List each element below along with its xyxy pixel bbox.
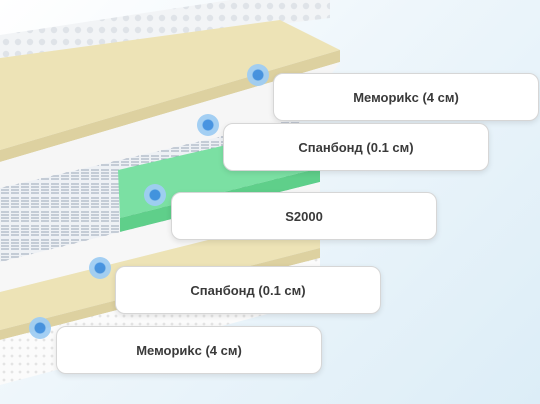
- quilted-cover: [0, 0, 330, 58]
- layer-label-top-memory-foam: Мемориkс (4 см): [273, 73, 539, 121]
- layer-label-text: Спанбонд (0.1 см): [298, 139, 414, 155]
- info-dot-icon[interactable]: [144, 184, 166, 206]
- info-dot-icon[interactable]: [89, 257, 111, 279]
- info-dot-icon[interactable]: [197, 114, 219, 136]
- layer-label-text: Мемориkс (4 см): [136, 342, 242, 358]
- layer-label-text: S2000: [285, 208, 323, 224]
- layer-label-text: Мемориkс (4 см): [353, 89, 459, 105]
- layer-label-bottom-memory-foam: Мемориkс (4 см): [56, 326, 322, 374]
- top-memory-foam-layer: [0, 20, 340, 150]
- layer-label-top-spunbond: Спанбонд (0.1 см): [223, 123, 489, 171]
- info-dot-icon[interactable]: [247, 64, 269, 86]
- layer-label-text: Спанбонд (0.1 см): [190, 282, 306, 298]
- info-dot-icon[interactable]: [29, 317, 51, 339]
- layer-label-bottom-spunbond: Спанбонд (0.1 см): [115, 266, 381, 314]
- layer-label-spring-block: S2000: [171, 192, 437, 240]
- top-spunbond-layer: [0, 62, 340, 190]
